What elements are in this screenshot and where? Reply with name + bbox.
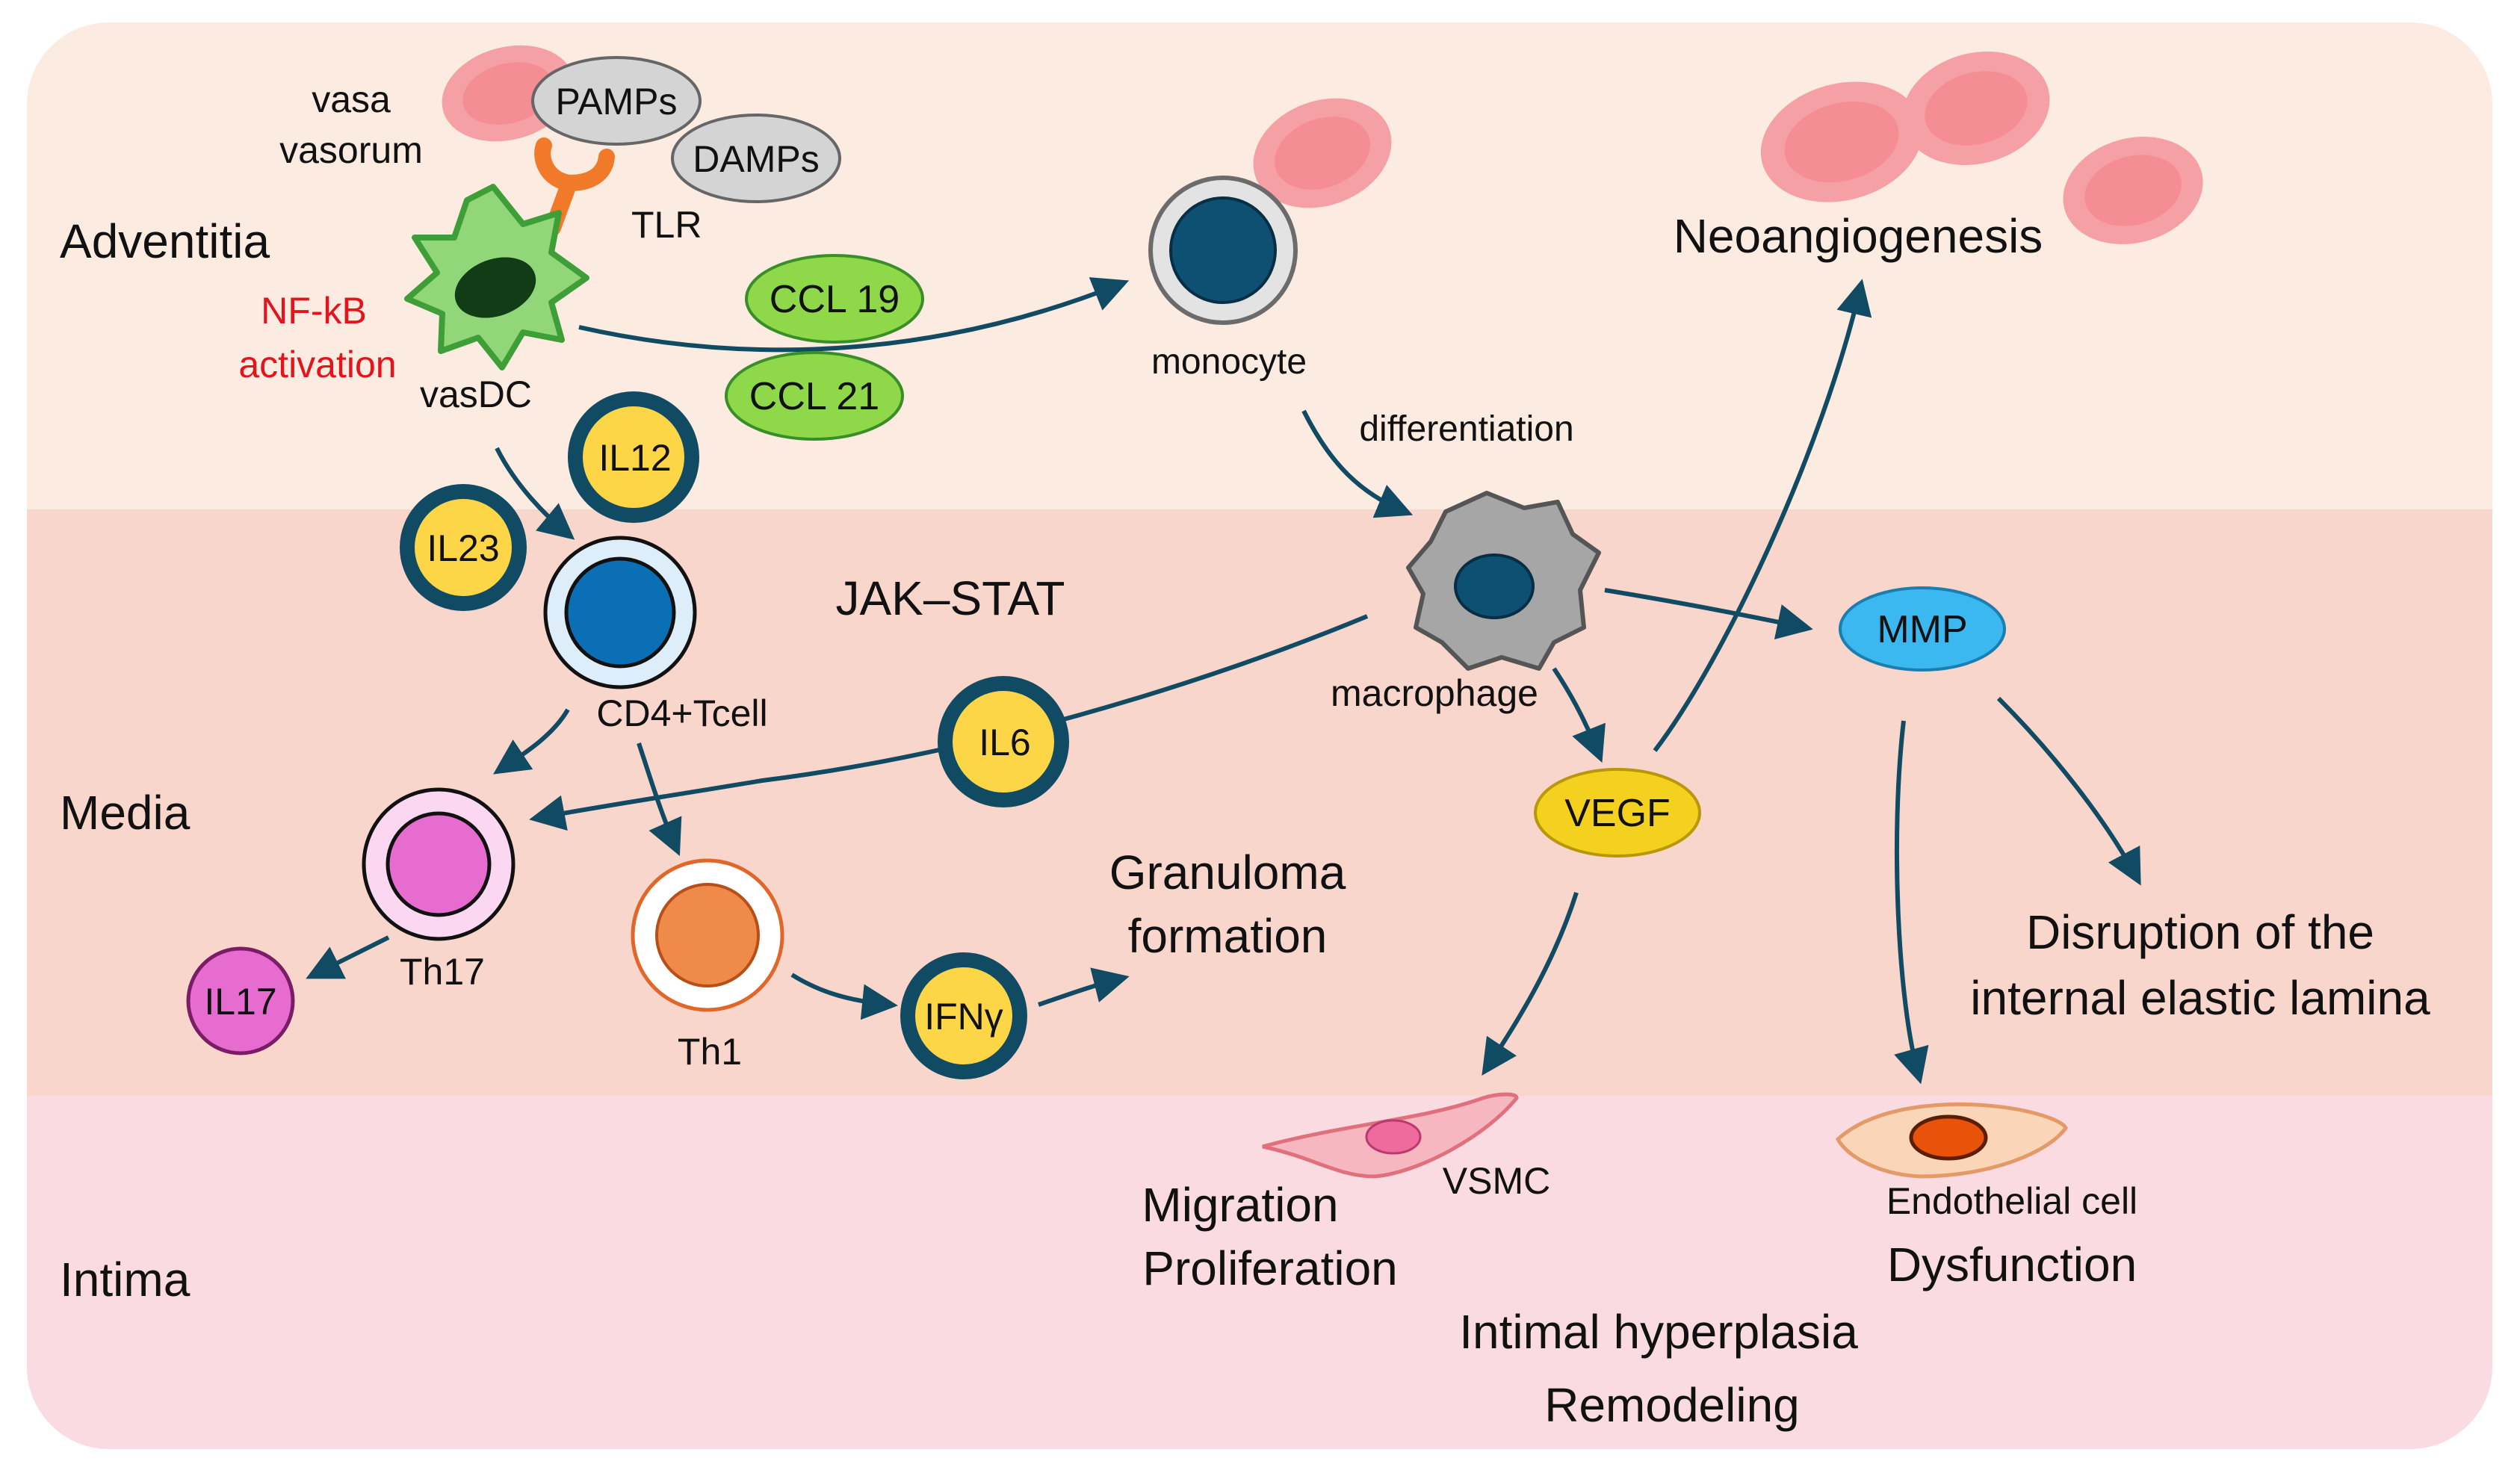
damps-bubble: [671, 114, 841, 203]
vsmc-label: VSMC: [1443, 1160, 1550, 1202]
arrow-macrophage-mmp: [1604, 588, 1813, 640]
damps-label: DAMPs: [693, 138, 819, 180]
arrow-vegf-neoangiogenesis: [1653, 279, 1872, 752]
granuloma-label-2: formation: [1128, 909, 1328, 963]
intima-label: Intima: [60, 1253, 191, 1306]
th17-nucleus: [386, 811, 492, 917]
il17-label: IL17: [204, 981, 276, 1023]
vasdc-nucleus: [454, 257, 536, 318]
arrow-cd4-th1: [637, 742, 682, 856]
nfkb-label-1: NF-kB: [261, 290, 367, 332]
arrow-th1-ifng: [790, 973, 898, 1020]
migration-label: Migration: [1142, 1178, 1338, 1232]
arrow-ifng-granuloma: [1038, 967, 1130, 1007]
cd4-nucleus: [564, 556, 676, 669]
mmp-label: MMP: [1877, 608, 1967, 651]
rbc-neo-3: [2063, 137, 2203, 244]
rbc-monocyte: [1253, 98, 1392, 208]
ifng-cytokine: [900, 952, 1027, 1079]
th17-label: Th17: [400, 951, 485, 993]
nfkb-label-2: activation: [238, 344, 396, 385]
th1-nucleus: [655, 883, 760, 987]
arrows: [306, 277, 2141, 1085]
disruption-label-2: internal elastic lamina: [1970, 971, 2430, 1025]
ccl19-label: CCL 19: [770, 278, 900, 321]
cd4-label: CD4+Tcell: [596, 692, 767, 734]
ccl21-label: CCL 21: [749, 375, 879, 418]
adventitia-label: Adventitia: [60, 214, 270, 268]
arrow-macrophage-vegf: [1552, 667, 1606, 763]
il23-cytokine: [400, 484, 527, 611]
arrow-th17-il17: [306, 935, 390, 979]
monocyte-nucleus: [1169, 196, 1277, 304]
tlr-label: TLR: [631, 204, 702, 246]
arrow-monocyte-macrophage: [1301, 409, 1414, 518]
vsmc-nucleus: [1365, 1119, 1422, 1155]
arrow-vegf-vsmc: [1482, 892, 1579, 1076]
intimal-hyperplasia-label: Intimal hyperplasia: [1459, 1305, 1858, 1359]
vasa-label-1: vasa: [312, 78, 391, 120]
monocyte-label: monocyte: [1151, 342, 1307, 382]
endothelial-label: Endothelial cell: [1886, 1180, 2137, 1222]
granuloma-label-1: Granuloma: [1109, 846, 1346, 899]
jakstat-label: JAK–STAT: [835, 571, 1065, 625]
arrow-cd4-th17: [493, 708, 570, 775]
rbc-neo-2: [1902, 51, 2050, 166]
ccl21-bubble: [725, 351, 904, 441]
proliferation-label: Proliferation: [1142, 1241, 1398, 1295]
mmp-bubble: [1839, 586, 2006, 672]
arrow-vasdc-monocyte: [578, 277, 1130, 353]
macrophage-nucleus: [1454, 553, 1535, 619]
endothelial-nucleus: [1909, 1114, 1988, 1161]
pamps-label: PAMPs: [556, 81, 678, 123]
vasdc-label: vasDC: [420, 373, 532, 415]
vasa-label-2: vasorum: [279, 129, 423, 171]
ifng-label: IFNγ: [924, 996, 1003, 1038]
media-label: Media: [60, 786, 191, 840]
arrow-mmp-endothelial: [1894, 720, 1929, 1085]
pamps-bubble: [531, 56, 702, 146]
remodeling-label: Remodeling: [1544, 1378, 1800, 1432]
il23-label: IL23: [427, 527, 499, 569]
neoangiogenesis-label: Neoangiogenesis: [1674, 209, 2043, 263]
arrow-macrophage-th17: [529, 614, 1369, 831]
arrow-mmp-disruption: [1996, 696, 2141, 886]
red-blood-cells: [442, 45, 2203, 244]
macrophage-label: macrophage: [1331, 672, 1538, 714]
th1-label: Th1: [678, 1031, 742, 1073]
differentiation-label: differentiation: [1359, 409, 1573, 449]
il6-cytokine: [938, 676, 1069, 807]
dysfunction-label: Dysfunction: [1887, 1238, 2137, 1291]
rbc-neo-1: [1760, 81, 1923, 202]
vegf-label: VEGF: [1564, 792, 1671, 835]
vegf-bubble: [1534, 768, 1701, 858]
ccl19-bubble: [745, 254, 924, 344]
il12-cytokine: [568, 391, 699, 523]
layer-backgrounds: [27, 22, 2492, 1449]
disruption-label-1: Disruption of the: [2026, 905, 2374, 959]
il17-cytokine: [186, 946, 295, 1055]
arrow-vasdc-cd4: [495, 447, 575, 540]
intima-layer: [27, 1096, 2492, 1449]
il12-label: IL12: [598, 437, 671, 479]
il6-label: IL6: [979, 722, 1031, 763]
